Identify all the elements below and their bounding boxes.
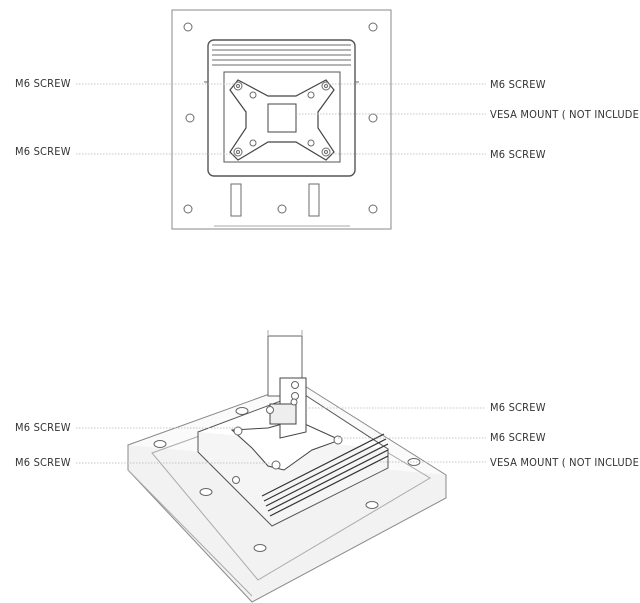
iso-label-right-lower: VESA MOUNT ( NOT INCLUDED) bbox=[490, 456, 640, 469]
slot-left bbox=[230, 183, 242, 217]
vesa-x-plate-iso bbox=[230, 419, 342, 471]
vent-box bbox=[207, 39, 356, 177]
hole-tl bbox=[183, 22, 193, 32]
hole-mr bbox=[368, 113, 378, 123]
iso-label-left-upper: M6 SCREW bbox=[15, 421, 71, 434]
top-view-drawing bbox=[171, 9, 392, 230]
top-label-right-middle: VESA MOUNT ( NOT INCLUDED) bbox=[490, 108, 640, 121]
top-label-right-lower: M6 SCREW bbox=[490, 148, 546, 161]
iso-label-right-middle: M6 SCREW bbox=[490, 431, 546, 444]
hole-ml bbox=[185, 113, 195, 123]
vesa-x-plate bbox=[229, 79, 335, 161]
top-label-right-upper: M6 SCREW bbox=[490, 78, 546, 91]
iso-view-drawing bbox=[127, 330, 447, 603]
hole-bl bbox=[183, 204, 193, 214]
base-plate bbox=[171, 9, 392, 230]
top-view-leaders bbox=[76, 83, 486, 155]
iso-view-leaders bbox=[76, 407, 486, 464]
iso-label-right-upper: M6 SCREW bbox=[490, 401, 546, 414]
bracket-plate bbox=[223, 71, 341, 163]
hole-bm bbox=[277, 204, 287, 214]
slot-right bbox=[308, 183, 320, 217]
top-label-left-upper: M6 SCREW bbox=[15, 77, 71, 90]
top-label-left-lower: M6 SCREW bbox=[15, 145, 71, 158]
iso-label-left-lower: M6 SCREW bbox=[15, 456, 71, 469]
hole-br bbox=[368, 204, 378, 214]
hole-tr bbox=[368, 22, 378, 32]
